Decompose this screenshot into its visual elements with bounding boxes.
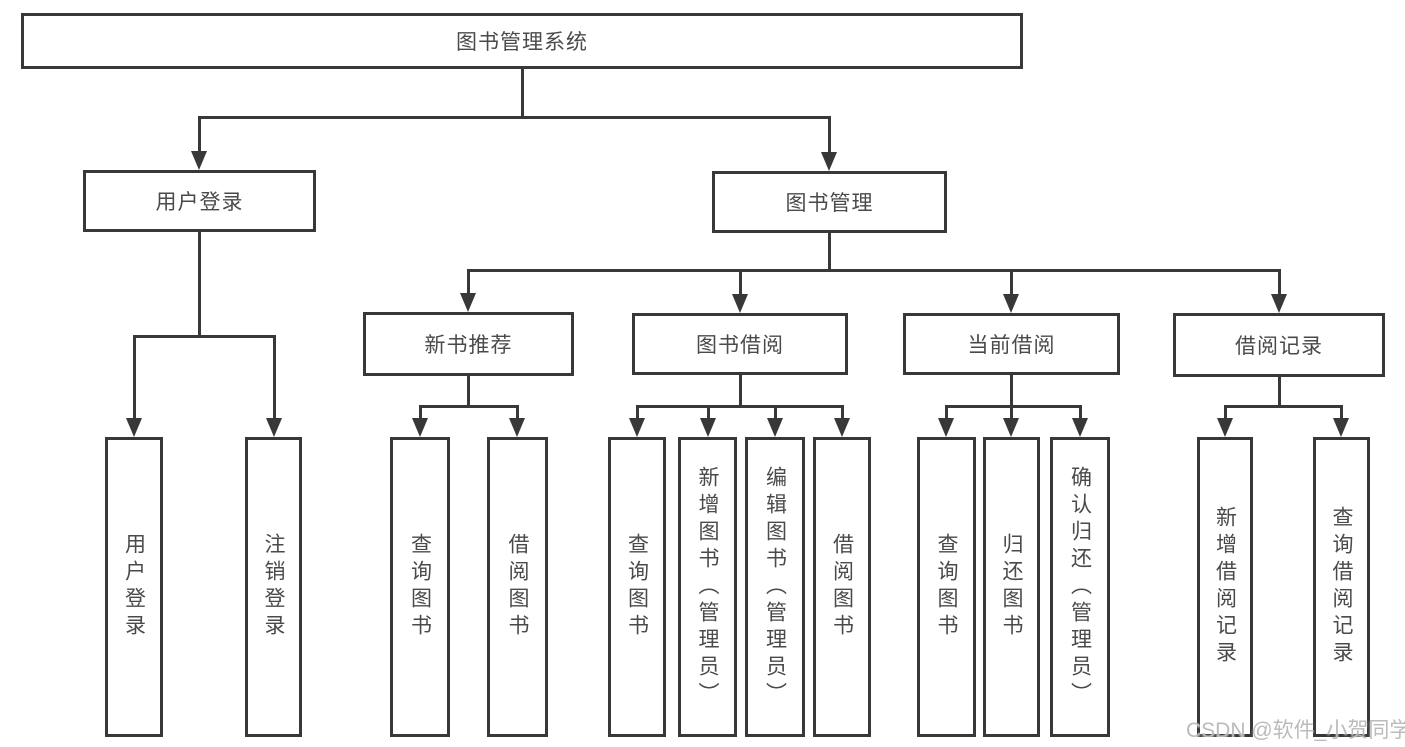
connector-line bbox=[1079, 406, 1082, 418]
connector-line bbox=[467, 270, 470, 293]
arrowhead-icon bbox=[732, 294, 748, 313]
connector-line bbox=[133, 335, 276, 338]
arrowhead-icon bbox=[509, 418, 525, 437]
arrowhead-icon bbox=[1003, 294, 1019, 313]
arrowhead-icon bbox=[767, 418, 783, 437]
node-leaf-label: 查询图书 bbox=[935, 533, 958, 641]
arrowhead-icon bbox=[412, 418, 428, 437]
node-leaf-label: 用户登录 bbox=[122, 533, 146, 641]
node-new-book-recommend: 新书推荐 bbox=[363, 312, 574, 376]
connector-line bbox=[198, 117, 201, 151]
connector-line bbox=[841, 406, 844, 418]
connector-line bbox=[774, 406, 777, 418]
connector-line bbox=[1224, 406, 1227, 418]
node-current-borrow: 当前借阅 bbox=[903, 313, 1120, 375]
node-leaf-confirm-return-admin: 确认归还（管理员） bbox=[1050, 437, 1110, 737]
node-leaf-label: 借阅图书 bbox=[830, 533, 854, 641]
watermark: CSDN @软件_小贺同学 bbox=[1186, 719, 1405, 742]
arrowhead-icon bbox=[821, 152, 837, 171]
connector-line bbox=[467, 269, 1281, 272]
arrowhead-icon bbox=[460, 293, 476, 312]
node-leaf-label: 注销登录 bbox=[262, 533, 285, 641]
node-leaf-borrow-book-2: 借阅图书 bbox=[813, 437, 871, 737]
node-leaf-query-borrow-record: 查询借阅记录 bbox=[1313, 437, 1370, 737]
connector-line bbox=[133, 336, 136, 418]
arrowhead-icon bbox=[1333, 418, 1349, 437]
connector-line bbox=[707, 406, 710, 418]
node-leaf-query-book-3: 查询图书 bbox=[917, 437, 976, 737]
arrowhead-icon bbox=[191, 151, 207, 170]
node-leaf-label: 借阅图书 bbox=[506, 533, 529, 641]
node-leaf-label: 新增图书（管理员） bbox=[696, 465, 719, 709]
node-leaf-query-book-2: 查询图书 bbox=[608, 437, 666, 737]
node-leaf-add-borrow-record: 新增借阅记录 bbox=[1197, 437, 1253, 737]
connector-line bbox=[828, 233, 831, 270]
arrowhead-icon bbox=[700, 418, 716, 437]
node-book-borrow: 图书借阅 bbox=[632, 313, 848, 375]
node-leaf-user-login: 用户登录 bbox=[105, 437, 163, 737]
node-leaf-label: 归还图书 bbox=[1000, 533, 1023, 641]
node-user-login-label: 用户登录 bbox=[155, 191, 244, 214]
connector-line bbox=[198, 116, 831, 119]
connector-line bbox=[419, 406, 422, 418]
node-root-label: 图书管理系统 bbox=[456, 31, 588, 54]
node-leaf-label: 查询图书 bbox=[408, 533, 432, 641]
connector-line bbox=[1010, 270, 1013, 294]
node-root: 图书管理系统 bbox=[21, 13, 1023, 69]
connector-line bbox=[1278, 270, 1281, 294]
node-book-borrow-label: 图书借阅 bbox=[696, 334, 784, 357]
node-book-management-label: 图书管理 bbox=[785, 192, 874, 215]
node-new-book-recommend-label: 新书推荐 bbox=[424, 334, 513, 357]
connector-line bbox=[521, 69, 524, 117]
node-borrow-record: 借阅记录 bbox=[1173, 313, 1385, 377]
arrowhead-icon bbox=[1217, 418, 1233, 437]
node-current-borrow-label: 当前借阅 bbox=[967, 334, 1056, 357]
arrowhead-icon bbox=[126, 418, 142, 437]
connector-line bbox=[1340, 406, 1343, 418]
connector-line bbox=[467, 376, 470, 406]
arrowhead-icon bbox=[1003, 418, 1019, 437]
arrowhead-icon bbox=[938, 418, 954, 437]
node-leaf-label: 查询图书 bbox=[625, 533, 649, 641]
connector-line bbox=[1224, 405, 1343, 408]
arrowhead-icon bbox=[266, 418, 282, 437]
node-leaf-edit-book-admin: 编辑图书（管理员） bbox=[745, 437, 805, 737]
connector-line bbox=[273, 336, 276, 418]
connector-line bbox=[636, 406, 639, 418]
arrowhead-icon bbox=[629, 418, 645, 437]
node-leaf-label: 新增借阅记录 bbox=[1213, 506, 1237, 668]
node-leaf-logout: 注销登录 bbox=[245, 437, 302, 737]
arrowhead-icon bbox=[1072, 418, 1088, 437]
arrowhead-icon bbox=[1271, 294, 1287, 313]
node-leaf-return-book: 归还图书 bbox=[983, 437, 1040, 737]
node-leaf-borrow-book-1: 借阅图书 bbox=[487, 437, 548, 737]
connector-line bbox=[945, 405, 1082, 408]
node-leaf-label: 查询借阅记录 bbox=[1330, 506, 1353, 668]
node-user-login: 用户登录 bbox=[83, 170, 316, 232]
node-leaf-label: 确认归还（管理员） bbox=[1068, 465, 1092, 709]
connector-line bbox=[1278, 377, 1281, 406]
connector-line bbox=[419, 405, 519, 408]
connector-line bbox=[1010, 375, 1013, 406]
arrowhead-icon bbox=[834, 418, 850, 437]
connector-line bbox=[739, 270, 742, 294]
connector-line bbox=[198, 232, 201, 336]
node-leaf-query-book-1: 查询图书 bbox=[390, 437, 450, 737]
connector-line bbox=[516, 406, 519, 418]
node-borrow-record-label: 借阅记录 bbox=[1235, 335, 1323, 358]
connector-line bbox=[636, 405, 844, 408]
connector-line bbox=[1010, 406, 1013, 418]
node-book-management: 图书管理 bbox=[712, 171, 947, 233]
node-leaf-label: 编辑图书（管理员） bbox=[763, 465, 787, 709]
connector-line bbox=[945, 406, 948, 418]
connector-line bbox=[828, 117, 831, 152]
node-leaf-add-book-admin: 新增图书（管理员） bbox=[678, 437, 737, 737]
connector-line bbox=[739, 375, 742, 406]
